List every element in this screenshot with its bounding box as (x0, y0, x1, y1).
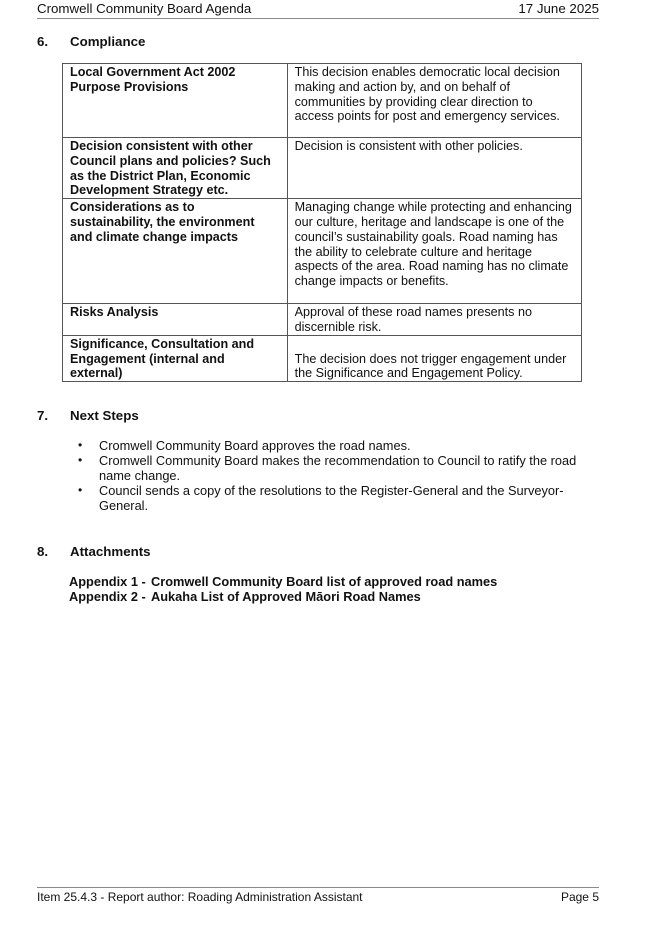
section-number: 8. (37, 544, 49, 559)
row-label: Local Government Act 2002 Purpose Provis… (62, 63, 288, 138)
table-row: Local Government Act 2002 Purpose Provis… (62, 63, 583, 138)
table-row: Significance, Consultation and Engagemen… (62, 334, 583, 383)
page-number: Page 5 (560, 890, 599, 904)
compliance-table: Local Government Act 2002 Purpose Provis… (62, 63, 583, 383)
list-item: • Council sends a copy of the resolution… (78, 483, 598, 513)
list-item-text: Cromwell Community Board approves the ro… (99, 438, 411, 453)
row-value: This decision enables democratic local d… (286, 63, 583, 138)
appendix-label: Appendix 1 - (69, 574, 146, 589)
row-value: Approval of these road names presents no… (286, 303, 583, 336)
row-label: Decision consistent with other Council p… (62, 136, 288, 200)
row-label: Risks Analysis (62, 303, 288, 336)
list-item-text: Council sends a copy of the resolutions … (99, 483, 564, 513)
section-number: 6. (37, 34, 49, 49)
section-number: 7. (37, 408, 49, 423)
attachment-appendix-2: Appendix 2 - Aukaha List of Approved Māor… (69, 589, 421, 604)
footer-item-author: Item 25.4.3 - Report author: Roading Adm… (37, 890, 363, 904)
agenda-title: Cromwell Community Board Agenda (37, 1, 252, 16)
appendix-title: Aukaha List of Approved Māori Road Names (151, 589, 421, 604)
list-item: • Cromwell Community Board approves the … (78, 438, 598, 453)
list-item: • Cromwell Community Board makes the rec… (78, 453, 598, 483)
row-value: The decision does not trigger engagement… (286, 334, 583, 383)
table-row: Decision consistent with other Council p… (62, 136, 583, 200)
section-title: Next Steps (70, 408, 139, 423)
next-steps-list: • Cromwell Community Board approves the … (78, 438, 598, 513)
header-divider (37, 18, 599, 19)
page-footer: Item 25.4.3 - Report author: Roading Adm… (37, 890, 599, 904)
row-label: Considerations as to sustainability, the… (62, 198, 288, 305)
row-label: Significance, Consultation and Engagemen… (62, 334, 288, 383)
section-heading-compliance: 6. Compliance (37, 34, 145, 50)
footer-divider (37, 887, 599, 888)
appendix-label: Appendix 2 - (69, 589, 146, 604)
table-row: Considerations as to sustainability, the… (62, 198, 583, 305)
bullet-icon: • (78, 438, 83, 452)
bullet-icon: • (78, 453, 83, 467)
table-row: Risks Analysis Approval of these road na… (62, 303, 583, 336)
row-value: Decision is consistent with other polici… (286, 136, 583, 200)
section-heading-next-steps: 7. Next Steps (37, 408, 139, 424)
bullet-icon: • (78, 483, 83, 497)
agenda-date: 17 June 2025 (518, 1, 599, 16)
page-header: Cromwell Community Board Agenda 17 June … (37, 1, 599, 17)
row-value: Managing change while protecting and enh… (286, 198, 583, 305)
section-heading-attachments: 8. Attachments (37, 544, 151, 560)
section-title: Compliance (70, 34, 146, 49)
list-item-text: Cromwell Community Board makes the recom… (99, 453, 577, 483)
attachment-appendix-1: Appendix 1 - Cromwell Community Board lis… (69, 574, 497, 589)
appendix-title: Cromwell Community Board list of approve… (151, 574, 498, 589)
section-title: Attachments (70, 544, 151, 559)
